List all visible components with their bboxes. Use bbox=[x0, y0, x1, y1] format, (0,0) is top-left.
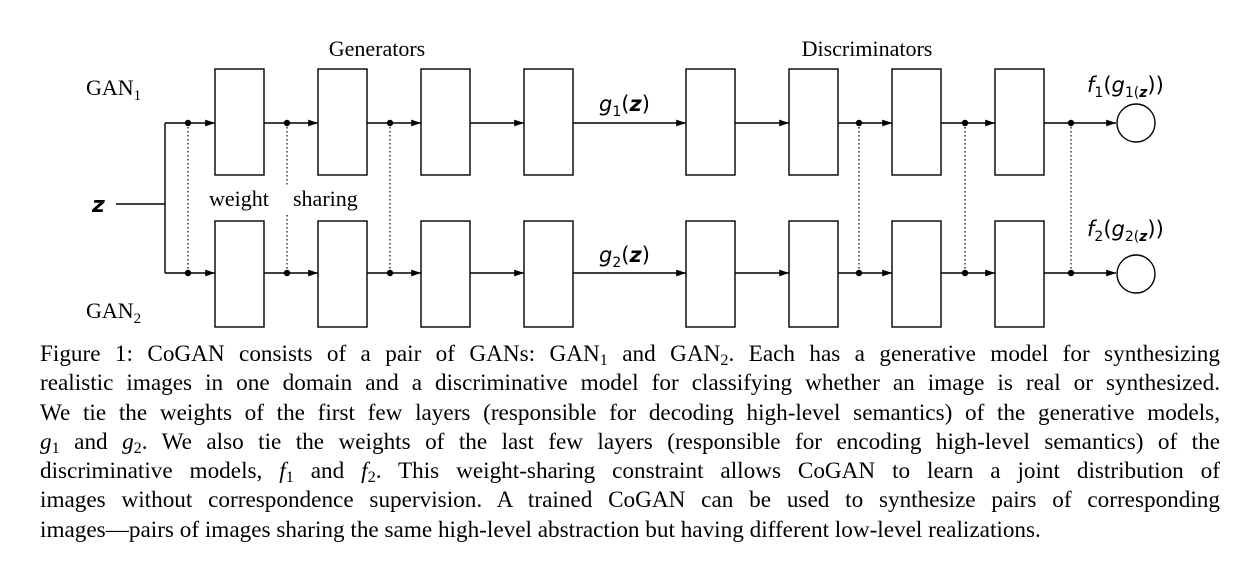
shared-weight-nodes bbox=[184, 119, 1075, 277]
gan2-discriminator-layer-1 bbox=[685, 220, 736, 328]
gan2-label: GAN2 bbox=[86, 298, 141, 327]
figure-caption: Figure 1: CoGAN consists of a pair of GA… bbox=[40, 340, 1220, 545]
caption-line-2: realistic images in one domain and a dis… bbox=[40, 370, 1220, 397]
f2-output-label: f2(g2(z)) bbox=[1087, 217, 1164, 245]
gan1-generator-layer-2 bbox=[317, 68, 368, 176]
cogan-architecture-diagram: Generators Discriminators GAN1 GAN2 z bbox=[86, 36, 1164, 328]
g1-label: g1(z) bbox=[599, 92, 650, 120]
gan2-generator-layer-4 bbox=[523, 220, 574, 328]
input-connector bbox=[116, 119, 215, 277]
f1-output-label: f1(g1(z)) bbox=[1087, 73, 1164, 101]
gan2-layers bbox=[214, 220, 1045, 328]
gan1-generator-layer-1 bbox=[214, 68, 265, 176]
g2-label: g2(z) bbox=[599, 243, 650, 271]
discriminators-title: Discriminators bbox=[802, 36, 933, 61]
gan2-output-node bbox=[1116, 254, 1156, 294]
gan1-layers bbox=[214, 68, 1045, 176]
gan2-discriminator-layer-2 bbox=[788, 220, 839, 328]
gan2-generator-layer-1 bbox=[214, 220, 265, 328]
gan1-discriminator-layer-2 bbox=[788, 68, 839, 176]
gan1-label: GAN1 bbox=[86, 75, 141, 104]
gan2-discriminator-layer-3 bbox=[891, 220, 942, 328]
gan1-discriminator-layer-1 bbox=[685, 68, 736, 176]
caption-line-3: We tie the weights of the first few laye… bbox=[40, 399, 1220, 426]
gan2-discriminator-layer-4 bbox=[994, 220, 1045, 328]
weight-sharing-links bbox=[187, 123, 1072, 273]
caption-line-5: discriminative models, f1 and f2. This w… bbox=[40, 458, 1220, 487]
caption-line-6: images without correspondence supervisio… bbox=[40, 487, 1220, 514]
gan1-discriminator-layer-3 bbox=[891, 68, 942, 176]
gan1-generator-layer-3 bbox=[420, 68, 471, 176]
caption-line-4: g1 and g2. We also tie the weights of th… bbox=[40, 428, 1221, 457]
gan1-discriminator-layer-4 bbox=[994, 68, 1045, 176]
caption-line-7: images—pairs of images sharing the same … bbox=[40, 516, 1041, 543]
gan2-generator-layer-2 bbox=[317, 220, 368, 328]
generators-title: Generators bbox=[329, 36, 426, 61]
caption-line-1: Figure 1: CoGAN consists of a pair of GA… bbox=[40, 341, 1220, 370]
gan1-generator-layer-4 bbox=[523, 68, 574, 176]
input-z-label: z bbox=[91, 193, 105, 218]
gan2-generator-layer-3 bbox=[420, 220, 471, 328]
gan1-output-node bbox=[1116, 103, 1156, 143]
